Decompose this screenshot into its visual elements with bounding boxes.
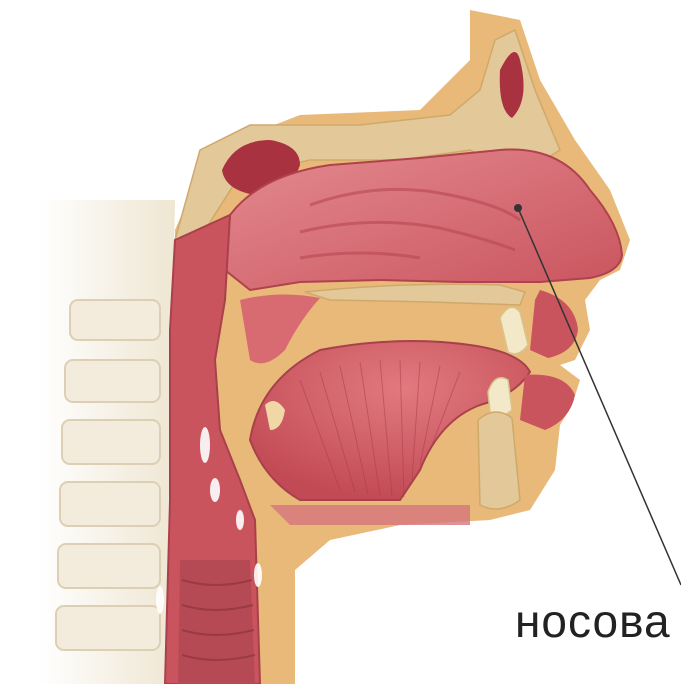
trachea — [178, 560, 255, 684]
nasal-cavity-label: носова — [515, 598, 671, 644]
mouth-floor — [270, 505, 470, 525]
lower-tooth — [488, 378, 512, 416]
